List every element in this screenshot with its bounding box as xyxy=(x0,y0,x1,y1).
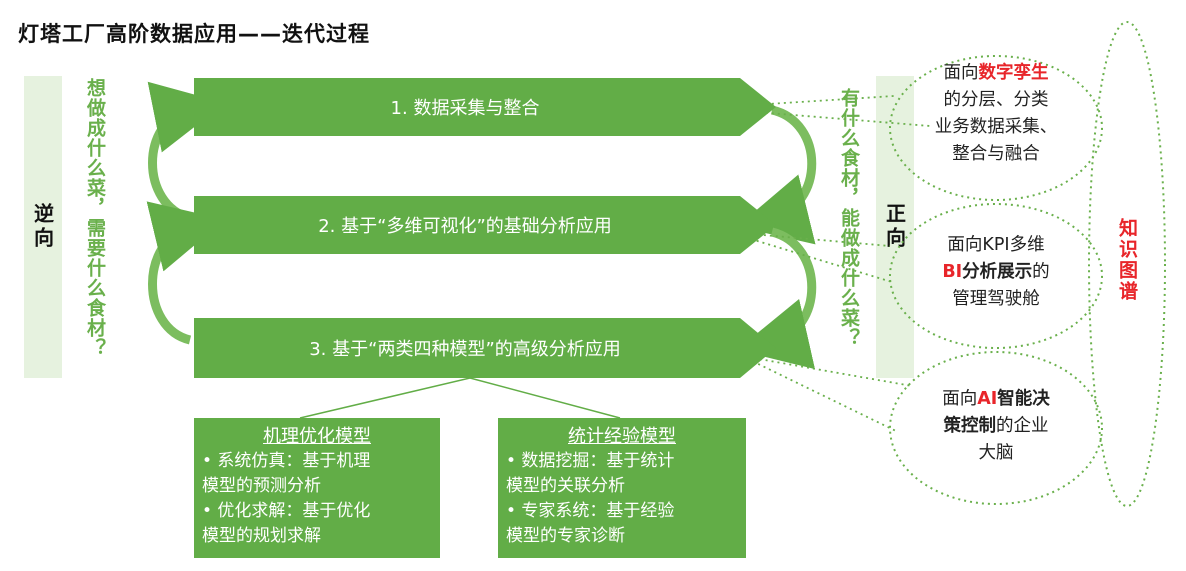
step-1-label: 1. 数据采集与整合 xyxy=(390,98,540,119)
mechanism-model-line-1: • 系统仿真：基于机理 xyxy=(202,451,371,471)
step-3-label: 3. 基于“两类四种模型”的高级分析应用 xyxy=(309,339,621,360)
bubble2-post: 的 xyxy=(1032,262,1050,282)
left-cycle-arrow-lower xyxy=(146,201,225,345)
bubble3-bold: 智能决 xyxy=(997,389,1050,409)
bubble2-line3: 管理驾驶舱 xyxy=(952,289,1040,309)
pointer-step3-bubble3 xyxy=(741,355,913,433)
bubble1-line4: 整合与融合 xyxy=(952,144,1040,164)
statistical-model-title: 统计经验模型 xyxy=(568,426,676,447)
bubble3-pre: 面向 xyxy=(942,389,978,409)
mechanism-model-title: 机理优化模型 xyxy=(263,426,371,447)
bubble2-line1: 面向KPI多维 xyxy=(947,235,1045,255)
step-visual-analysis: 2. 基于“多维可视化”的基础分析应用 xyxy=(194,196,776,254)
bubble1-line2: 的分层、分类 xyxy=(943,90,1049,110)
bubble-ai: 面向AI智能决 策控制的企业 大脑 xyxy=(896,386,1096,467)
bubble-digital-twin-outline xyxy=(889,55,1103,201)
mechanism-model-box: 机理优化模型 • 系统仿真：基于机理 模型的预测分析 • 优化求解：基于优化 模… xyxy=(194,418,440,558)
right-cycle-arrow-lower xyxy=(736,227,817,370)
reverse-question: 想做成什么菜，需要什么食材？ xyxy=(84,78,106,358)
knowledge-graph-label: 知识图谱 xyxy=(1116,218,1138,302)
reverse-panel: 逆向 xyxy=(24,76,62,378)
statistical-model-line-3: • 专家系统：基于经验 xyxy=(506,501,675,521)
bubble-ai-outline xyxy=(889,351,1103,505)
bubble3-line3: 大脑 xyxy=(978,443,1014,463)
forward-label: 正向 xyxy=(882,203,907,251)
bubble1-highlight: 数字孪生 xyxy=(978,63,1049,83)
forward-panel: 正向 xyxy=(876,76,914,378)
right-cycle-arrow-upper xyxy=(737,105,817,245)
bubble3-line2-post: 的企业 xyxy=(996,416,1049,436)
bubble-bi-outline xyxy=(889,203,1103,349)
statistical-model-line-2: 模型的关联分析 xyxy=(506,476,625,496)
statistical-model-line-4: 模型的专家诊断 xyxy=(506,526,625,546)
bubble1-pre: 面向 xyxy=(943,63,979,83)
forward-question: 有什么食材，能做成什么菜？ xyxy=(838,88,860,348)
pointer-step2-bubble2 xyxy=(727,231,893,283)
statistical-model-box: 统计经验模型 • 数据挖掘：基于统计 模型的关联分析 • 专家系统：基于经验 模… xyxy=(498,418,746,558)
mechanism-model-line-4: 模型的规划求解 xyxy=(202,526,321,546)
step-data-collection: 1. 数据采集与整合 xyxy=(194,78,776,136)
mechanism-model-line-3: • 优化求解：基于优化 xyxy=(202,501,371,521)
statistical-model-line-1: • 数据挖掘：基于统计 xyxy=(506,451,675,471)
reverse-label: 逆向 xyxy=(30,203,55,251)
bubble-bi: 面向KPI多维 BI分析展示的 管理驾驶舱 xyxy=(896,232,1096,313)
step-2-label: 2. 基于“多维可视化”的基础分析应用 xyxy=(318,216,612,237)
knowledge-graph-outline xyxy=(1088,21,1166,507)
step-advanced-analysis: 3. 基于“两类四种模型”的高级分析应用 xyxy=(194,318,776,378)
bubble2-highlight: BI xyxy=(942,262,963,282)
bubble2-bold: 分析展示 xyxy=(962,262,1033,282)
bubble-digital-twin: 面向数字孪生 的分层、分类 业务数据采集、 整合与融合 xyxy=(896,60,1096,168)
mechanism-model-line-2: 模型的预测分析 xyxy=(202,476,321,496)
connector-to-mechanism-model xyxy=(299,377,471,419)
page-title: 灯塔工厂高阶数据应用——迭代过程 xyxy=(18,22,370,46)
bubble3-line2-bold: 策控制 xyxy=(943,416,997,436)
bubble1-line3: 业务数据采集、 xyxy=(934,117,1058,137)
connector-to-statistical-model xyxy=(469,377,621,419)
left-cycle-arrow-upper xyxy=(147,81,226,223)
bubble3-highlight: AI xyxy=(977,389,998,409)
